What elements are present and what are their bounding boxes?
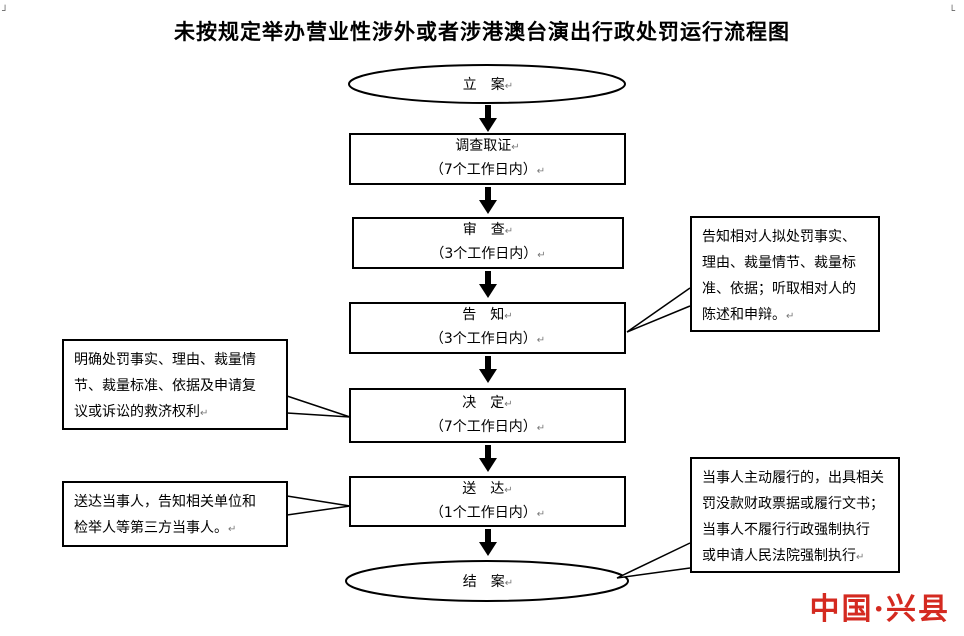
step-investigate: 调查取证↵ （7个工作日内）↵ [349, 133, 626, 185]
end-ellipse [345, 560, 629, 602]
step-inform-label: 告 知↵ [462, 307, 513, 323]
step-review-time: （3个工作日内）↵ [430, 246, 546, 262]
step-review: 审 查↵ （3个工作日内）↵ [352, 217, 624, 269]
corner-mark-right: └ [949, 6, 956, 17]
note-deliver: 送达当事人，告知相关单位和 检举人等第三方当事人。↵ [62, 481, 288, 547]
watermark-logo: 中国·兴县 [809, 592, 950, 627]
step-deliver-time: （1个工作日内）↵ [429, 504, 546, 521]
page-title: 未按规定举办营业性涉外或者涉港澳台演出行政处罚运行流程图 [174, 20, 790, 44]
step-decide-label: 决 定↵ [462, 394, 513, 411]
step-start-label: 立 案↵ [462, 77, 514, 93]
step-inform: 告 知↵ （3个工作日内）↵ [349, 302, 626, 354]
callout-pointers [286, 287, 691, 579]
flow-arrows [479, 105, 497, 556]
step-decide-time: （7个工作日内）↵ [429, 418, 546, 435]
note-decision: 明确处罚事实、理由、裁量情 节、裁量标准、依据及申请复 议或诉讼的救济权利↵ [62, 339, 288, 430]
step-deliver: 送 达↵ （1个工作日内）↵ [349, 476, 626, 527]
start-ellipse [348, 64, 626, 104]
step-review-label: 审 查↵ [462, 222, 514, 238]
step-deliver-label: 送 达↵ [462, 480, 513, 497]
note-close: 当事人主动履行的，出具相关 罚没款财政票据或履行文书； 当事人不履行行政强制执行… [690, 457, 900, 573]
note-inform: 告知相对人拟处罚事实、 理由、裁量情节、裁量标 准、依据；听取相对人的 陈述和申… [690, 216, 880, 332]
step-end-label: 结 案↵ [462, 574, 514, 590]
step-decide: 决 定↵ （7个工作日内）↵ [349, 388, 626, 443]
step-investigate-label: 调查取证↵ [455, 138, 520, 154]
corner-mark-left: ┘ [2, 6, 9, 17]
step-inform-time: （3个工作日内）↵ [429, 331, 546, 347]
step-investigate-time: （7个工作日内）↵ [429, 162, 546, 178]
